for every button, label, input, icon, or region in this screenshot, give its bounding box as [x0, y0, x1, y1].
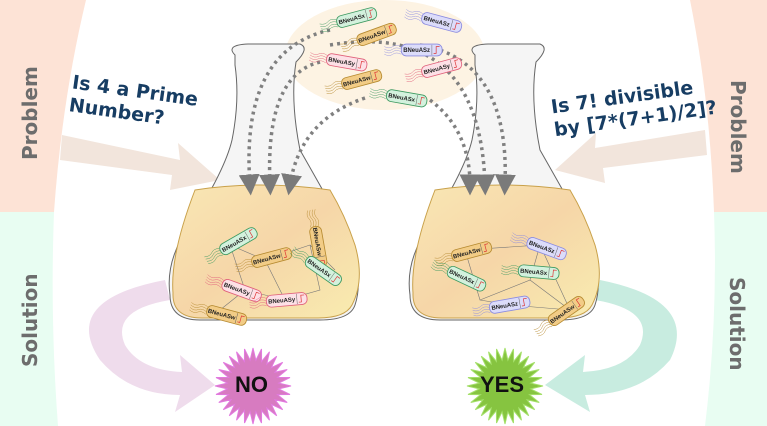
left-problem-arrow: [60, 135, 220, 190]
bacteria-pool: [285, 0, 485, 110]
bacterium-bneuasy: BNeuASy: [249, 292, 308, 309]
left-solution-panel: [0, 212, 58, 426]
bacterium-bneuasw: BNeuASw: [189, 302, 248, 326]
yes-starburst: [466, 347, 544, 425]
right-problem-label: Problem: [726, 80, 750, 174]
no-starburst: [214, 347, 292, 425]
dotted-arrow-6: [428, 98, 481, 196]
left-solution-arrow: [88, 280, 215, 412]
svg-text:BNeuASz: BNeuASz: [491, 301, 518, 312]
right-solution-panel: [705, 212, 767, 426]
dotted-arrow-3: [281, 96, 366, 196]
svg-text:BNeuASy: BNeuASy: [268, 297, 296, 305]
bacterium-bneuasx: BNeuASx: [500, 264, 560, 280]
svg-text:BNeuASw: BNeuASw: [311, 227, 322, 256]
bacterium-bneuasy: BNeuASy: [404, 57, 463, 82]
right-solution-arrow: [545, 280, 677, 412]
bacterium-bneuasz: BNeuASz: [384, 43, 443, 57]
bacterium-bneuasy: BNeuASy: [204, 274, 262, 303]
no-answer: NO: [235, 372, 268, 397]
yes-answer: YES: [480, 372, 525, 397]
right-solution-label: Solution: [725, 277, 749, 371]
bacterium-bneuasx: BNeuASx: [319, 7, 378, 32]
right-problem-arrow: [555, 130, 707, 183]
svg-text:BNeuASx: BNeuASx: [388, 93, 416, 104]
bacterium-bneuasw: BNeuASw: [234, 247, 293, 272]
bacterium-bneuasw: BNeuASw: [306, 209, 328, 268]
bacteria-layer: BNeuASxBNeuASwBNeuASzBNeuASyBNeuASzBNeuA…: [189, 7, 585, 337]
svg-text:BNeuASx: BNeuASx: [520, 269, 548, 277]
dotted-arrow-1: [238, 28, 331, 196]
left-solution-label: Solution: [18, 273, 42, 367]
bacterium-bneuasy: BNeuASy: [308, 52, 368, 72]
bacterium-bneuasz: BNeuASz: [404, 9, 463, 33]
left-network: [219, 244, 336, 311]
svg-text:BNeuASy: BNeuASy: [328, 57, 356, 68]
bacterium-bneuasw: BNeuASw: [324, 69, 383, 94]
left-problem-panel: [0, 0, 86, 212]
dotted-arrow-2: [259, 60, 321, 196]
right-problem-panel: [690, 0, 767, 212]
svg-text:BNeuASz: BNeuASz: [403, 48, 430, 54]
bacterium-bneuasz: BNeuASz: [472, 295, 531, 317]
left-problem-label: Problem: [18, 66, 42, 160]
bacterium-bneuasx: BNeuASx: [368, 88, 428, 108]
bacterium-bneuasw: BNeuASw: [434, 241, 493, 266]
